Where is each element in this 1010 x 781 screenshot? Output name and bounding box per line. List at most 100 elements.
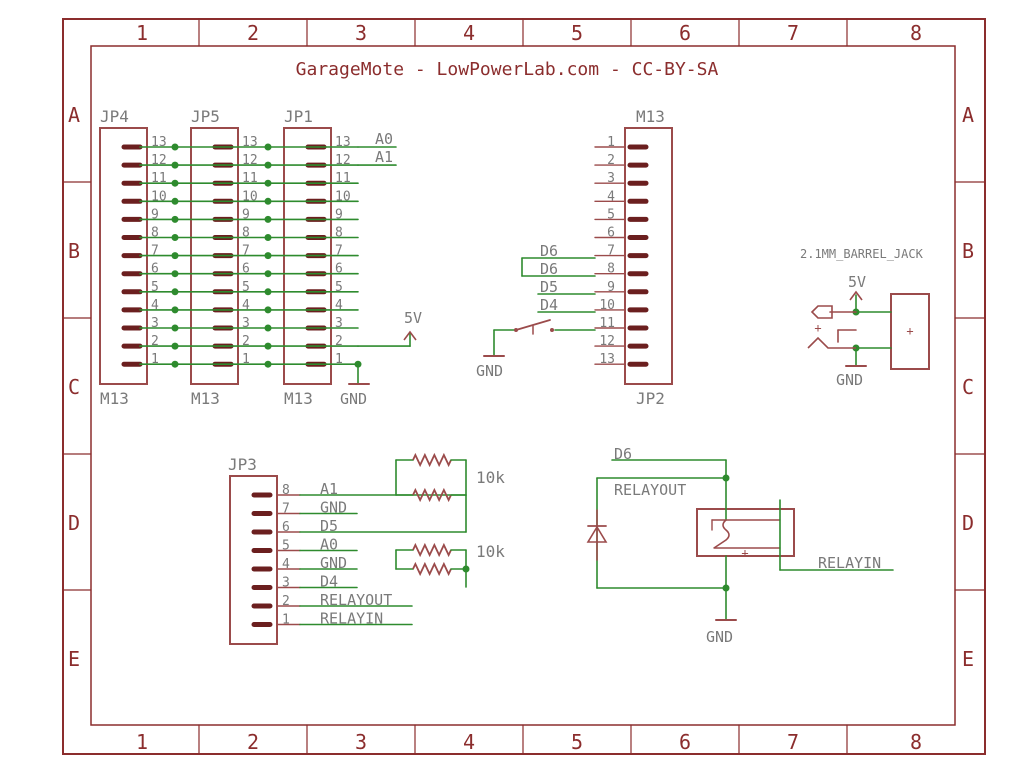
pin-number: 5 [242,280,250,295]
header-value: M13 [100,389,129,408]
junction-dot [171,234,179,241]
junction-dot [171,179,179,187]
pin-number: 13 [599,352,615,367]
net-a1: A1 [375,148,393,166]
header-value: JP2 [636,389,665,408]
pin-number: 5 [151,280,159,295]
junction-dot [264,197,272,205]
pin-number: 3 [335,316,343,331]
net-d6: D6 [540,242,558,260]
header-value: M13 [284,389,313,408]
barrel-name: 2.1MM_BARREL_JACK [800,247,924,261]
pin-number: 6 [242,262,250,277]
column-label-bottom: 1 [136,730,148,754]
pin-number: 1 [282,613,290,628]
net-d6: D6 [540,260,558,278]
net-d4: D4 [540,296,558,314]
jp3-name: JP3 [228,455,257,474]
barrel-plus: + [906,324,913,338]
pin-number: 6 [607,226,615,241]
pin-number: 8 [282,483,290,498]
column-label-top: 1 [136,21,148,45]
junction-dot [264,270,272,278]
column-label-bottom: 2 [247,730,259,754]
pin-number: 5 [607,207,615,222]
junction-dot [264,179,272,187]
row-label-left: D [68,511,80,535]
column-label-top: 3 [355,21,367,45]
switch-contact [514,328,518,332]
pin-number: 4 [151,298,159,313]
pin-number: 3 [151,316,159,331]
pin-number: 8 [335,226,343,241]
junction-dot [171,306,179,314]
header-name: JP4 [100,107,129,126]
pin-number: 6 [335,262,343,277]
pin-number: 5 [282,539,290,554]
column-label-top: 4 [463,21,475,45]
net-label: RELAYOUT [320,591,392,609]
pin-number: 1 [242,352,250,367]
pin-number: 9 [242,207,250,222]
column-label-bottom: 7 [787,730,799,754]
net-d6: D6 [614,445,632,463]
pin-number: 2 [151,334,159,349]
header-stack: JP4M1313121110987654321JP5M1313121110987… [99,107,422,408]
pin-number: 7 [607,244,615,259]
column-label-bottom: 6 [679,730,691,754]
junction-dot [171,252,179,260]
frame-outer [62,18,986,755]
relay-plus: + [741,546,748,560]
pin-number: 2 [242,334,250,349]
net-relayout: RELAYOUT [614,481,686,499]
net-label: D5 [320,517,338,535]
net-gnd: GND [836,371,863,389]
pin-number: 6 [151,262,159,277]
pin-number: 9 [335,207,343,222]
pin-number: 12 [599,334,615,349]
column-label-top: 8 [910,21,922,45]
header-name: JP5 [191,107,220,126]
row-label-right: E [962,647,974,671]
resistor [412,487,452,503]
net-label: D4 [320,573,338,591]
junction-dot [171,161,179,169]
net-gnd: GND [706,628,733,646]
pin-number: 2 [607,153,615,168]
pin-number: 8 [151,226,159,241]
pin-number: 7 [282,502,290,517]
junction-dot [264,143,272,151]
pin-number: 11 [599,316,615,331]
row-label-right: A [962,103,974,127]
barrel-body [890,293,930,370]
barrel-plus: + [814,321,821,335]
supply-arrow [849,290,863,301]
pin-number: 7 [242,244,250,259]
resistor [412,542,452,558]
column-label-top: 6 [679,21,691,45]
pin-number: 7 [151,244,159,259]
net-gnd: GND [340,390,367,408]
header-name: M13 [636,107,665,126]
junction-dot [264,306,272,314]
pin-number: 7 [335,244,343,259]
switch-lever [515,319,551,331]
pin-number: 6 [282,520,290,535]
junction-dot [171,270,179,278]
pin-number: 3 [242,316,250,331]
resistor [412,561,452,577]
net-label: GND [320,499,347,517]
resistor [412,452,452,468]
column-label-bottom: 3 [355,730,367,754]
column-label-top: 5 [571,21,583,45]
header-value: M13 [191,389,220,408]
net-label: GND [320,554,347,572]
column-label-top: 2 [247,21,259,45]
junction-dot [264,324,272,332]
relay-body [696,508,795,557]
junction-dot [171,360,179,368]
